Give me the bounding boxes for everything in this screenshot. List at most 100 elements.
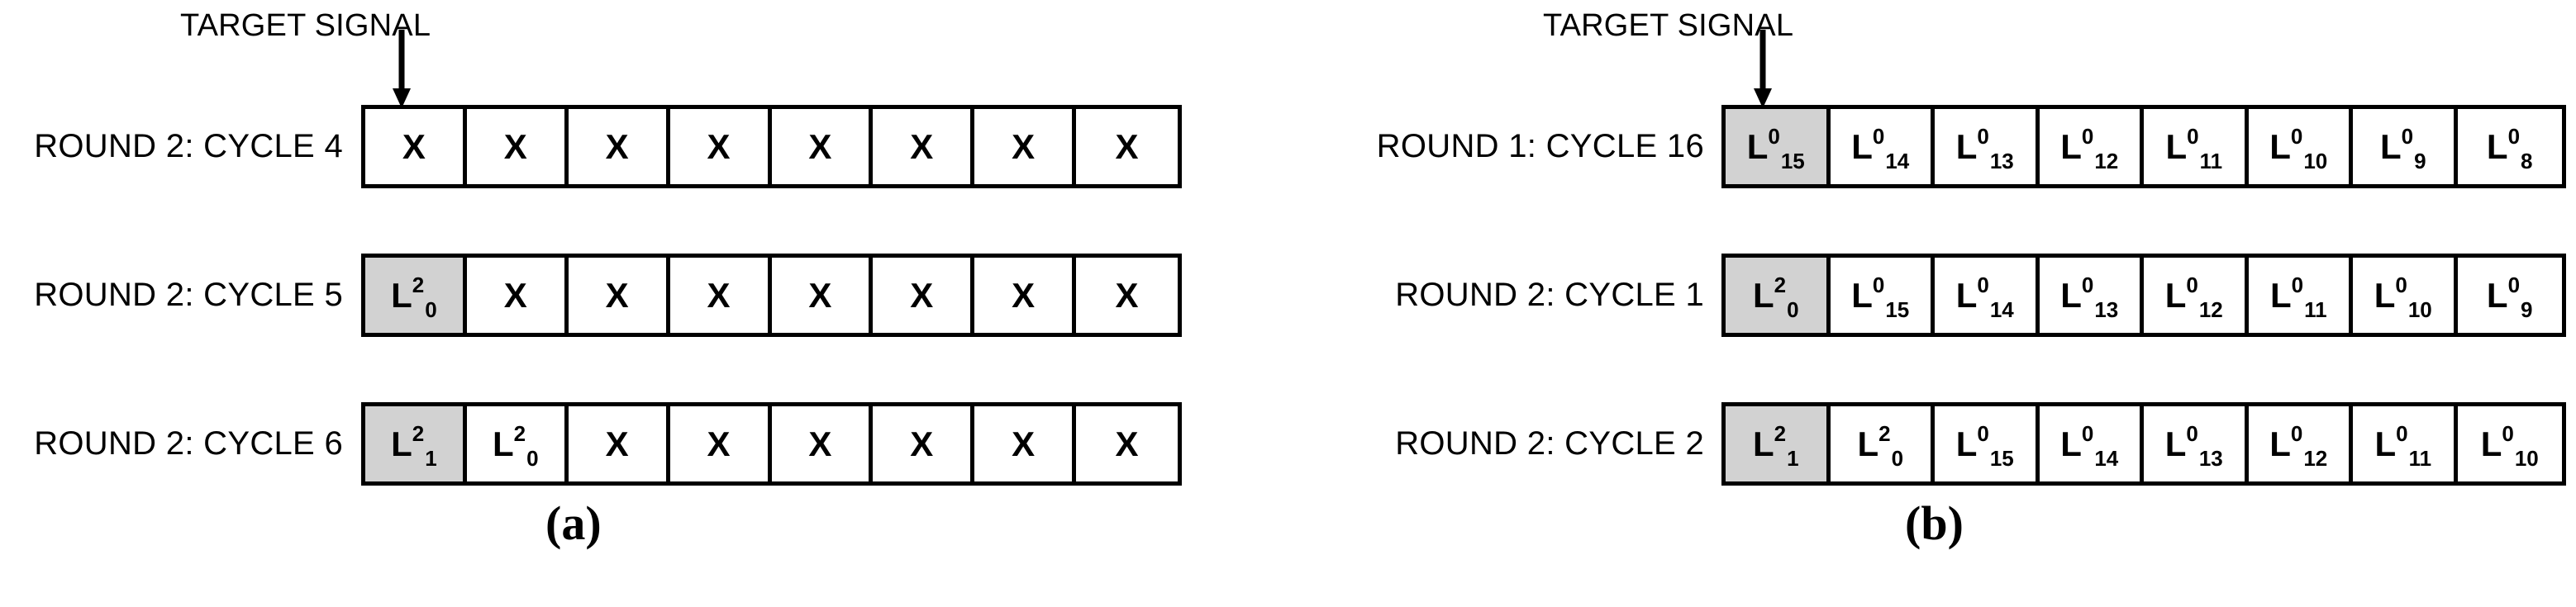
register-cell: X <box>771 258 874 333</box>
cell-base: L <box>1752 275 1774 315</box>
cell-base: L <box>1851 126 1873 166</box>
register-cell: L013 <box>2144 406 2249 481</box>
register-cell: L09 <box>2457 258 2562 333</box>
register-cell: L015 <box>1935 406 2040 481</box>
cell-base: L <box>2165 126 2188 166</box>
cell-base: L <box>2374 275 2396 315</box>
cell-superscript: 2 <box>1878 420 1891 446</box>
cell-value: L013 <box>2060 274 2118 320</box>
cell-value: X <box>605 275 629 315</box>
cell-superscript: 0 <box>1872 272 1885 297</box>
cell-superscript: 0 <box>2290 420 2303 446</box>
cell-superscript: 2 <box>412 420 425 446</box>
cell-value: X <box>808 275 832 315</box>
cell-subscript: 9 <box>2414 148 2426 173</box>
cell-value: X <box>402 126 426 166</box>
cell-superscript: 0 <box>2401 123 2414 149</box>
cell-superscript: 0 <box>1977 123 1989 149</box>
register-cell: L012 <box>2144 258 2249 333</box>
cell-base: L <box>2269 424 2291 463</box>
cell-value: L20 <box>1752 274 1799 320</box>
cell-base: L <box>1857 424 1879 463</box>
cell-subscript: 15 <box>1885 296 1910 322</box>
cell-superscript: 0 <box>2081 272 2094 297</box>
cell-value: X <box>1012 424 1036 463</box>
cell-value: L012 <box>2164 274 2223 320</box>
cell-value: X <box>707 275 731 315</box>
register-cell: L010 <box>2248 109 2353 184</box>
register-cell: X <box>1076 109 1178 184</box>
cell-base: L <box>493 424 514 463</box>
cell-value: L09 <box>2379 126 2426 172</box>
down-arrow-icon <box>1752 30 1774 112</box>
cell-superscript: 0 <box>1872 123 1885 149</box>
cell-value: X <box>605 424 629 463</box>
row-label: ROUND 2: CYCLE 2 <box>1395 425 1704 462</box>
cell-value: L014 <box>1851 126 1909 172</box>
register-cell: X <box>974 406 1077 481</box>
register-cell: X <box>466 109 569 184</box>
cell-superscript: 0 <box>2081 123 2094 149</box>
cell-value: L013 <box>1956 126 2014 172</box>
cell-subscript: 15 <box>1989 445 2014 471</box>
cell-base: L <box>2060 126 2082 166</box>
cell-value: X <box>808 424 832 463</box>
cell-value: L011 <box>2374 423 2431 469</box>
cell-base: L <box>1752 424 1774 463</box>
cell-value: L21 <box>391 423 437 469</box>
cell-superscript: 0 <box>2290 123 2303 149</box>
panel-caption-a: (a) <box>545 496 602 550</box>
cell-value: X <box>910 424 934 463</box>
register-cell: L011 <box>2353 406 2458 481</box>
cell-base: L <box>1851 275 1873 315</box>
cell-superscript: 0 <box>2396 420 2408 446</box>
cell-base: L <box>1746 126 1769 166</box>
register-cell: X <box>974 258 1077 333</box>
cell-subscript: 14 <box>2094 445 2119 471</box>
row-label: ROUND 2: CYCLE 4 <box>34 128 343 164</box>
cell-superscript: 0 <box>2395 272 2407 297</box>
target-signal-label: TARGET SIGNAL <box>1543 8 1794 43</box>
cell-superscript: 0 <box>1768 123 1780 149</box>
cell-base: L <box>2379 126 2402 166</box>
down-arrow-icon <box>391 30 412 112</box>
cell-value: X <box>910 275 934 315</box>
cell-value: X <box>707 424 731 463</box>
register-cell: L014 <box>1830 109 1935 184</box>
cell-superscript: 2 <box>513 420 526 446</box>
register-cell: L09 <box>2353 109 2458 184</box>
cell-subscript: 0 <box>425 296 437 322</box>
register-cell: L011 <box>2144 109 2249 184</box>
cell-value: L08 <box>2486 126 2533 172</box>
register-cell: X <box>771 109 874 184</box>
cell-superscript: 2 <box>1774 272 1787 297</box>
cell-value: L015 <box>1956 423 2014 469</box>
cell-base: L <box>2269 126 2291 166</box>
cell-subscript: 10 <box>2514 445 2539 471</box>
cell-value: L012 <box>2060 126 2118 172</box>
row-label: ROUND 1: CYCLE 16 <box>1376 128 1704 164</box>
cell-value: L012 <box>2269 423 2327 469</box>
cell-base: L <box>391 275 412 315</box>
register-cell: X <box>1076 406 1178 481</box>
cell-base: L <box>2486 126 2508 166</box>
cell-value: X <box>1012 275 1036 315</box>
cell-value: L013 <box>2165 423 2223 469</box>
cell-subscript: 12 <box>2198 296 2223 322</box>
cell-value: X <box>503 275 527 315</box>
cell-subscript: 15 <box>1780 148 1805 173</box>
cell-value: X <box>1115 126 1139 166</box>
register-cell: L21 <box>365 406 467 481</box>
register-cell: L011 <box>2248 258 2353 333</box>
cell-subscript: 14 <box>1989 296 2014 322</box>
cell-base: L <box>2164 275 2187 315</box>
row-label: ROUND 2: CYCLE 1 <box>1395 277 1704 313</box>
cell-value: L010 <box>2374 274 2432 320</box>
